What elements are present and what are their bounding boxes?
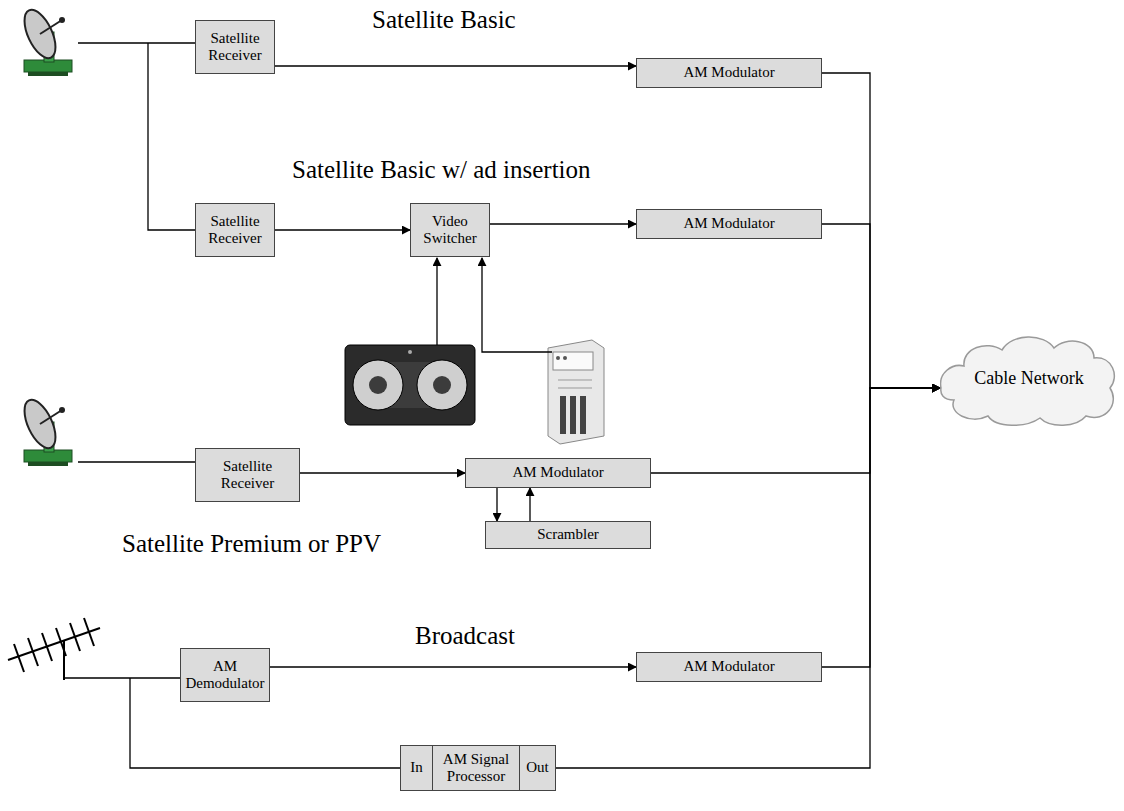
process-box: Scrambler: [485, 521, 651, 549]
box-text: Satellite Receiver: [199, 213, 271, 248]
signal-connector: [300, 472, 465, 473]
box-text: Scrambler: [537, 526, 599, 543]
signal-connector: [275, 65, 636, 66]
box-text: Cable Network: [974, 368, 1083, 389]
box-text: Video Switcher: [414, 213, 486, 248]
section-label: Satellite Basic: [372, 6, 516, 34]
section-label: Satellite Premium or PPV: [122, 530, 381, 558]
feed-line: [78, 461, 195, 462]
process-box: Satellite Receiver: [195, 203, 275, 257]
section-label: Broadcast: [415, 622, 515, 650]
signal-connector: [529, 488, 530, 521]
box-text: AM Signal Processor: [433, 751, 519, 786]
box-text: Out: [526, 759, 549, 776]
processor-box: AM Signal Processor In Out: [400, 745, 556, 791]
signal-connector: [496, 488, 497, 521]
satellite-dish: [18, 395, 72, 466]
box-text: AM Modulator: [512, 464, 603, 481]
antenna: [8, 618, 100, 680]
video-tape: [345, 345, 475, 425]
signal-connector: [555, 388, 940, 768]
box-text: AM Modulator: [683, 215, 774, 232]
signal-connector: [822, 224, 940, 388]
signal-connector: [270, 666, 636, 667]
box-text: In: [410, 759, 423, 776]
signal-connector: [822, 388, 940, 667]
process-box: AM Modulator: [636, 209, 822, 239]
section-label: Satellite Basic w/ ad insertion: [292, 156, 591, 184]
box-text: AM Modulator: [683, 64, 774, 81]
signal-connector: [822, 73, 940, 388]
signal-connector: [275, 229, 410, 230]
process-box: AM Modulator: [465, 458, 651, 488]
box-text: AM Modulator: [683, 658, 774, 675]
source-arrow: [436, 258, 437, 345]
port-cell: In: [401, 746, 433, 790]
process-box: Satellite Receiver: [195, 20, 275, 74]
process-box: AM Demodulator: [180, 648, 270, 702]
box-text: AM Demodulator: [184, 658, 266, 693]
process-box: AM Modulator: [636, 652, 822, 682]
box-text: Satellite Receiver: [199, 30, 271, 65]
signal-connector: [490, 223, 636, 224]
process-box: Video Switcher: [410, 203, 490, 257]
feed-line: [78, 43, 195, 230]
source-arrow: [482, 258, 552, 352]
server-tower: [548, 340, 604, 444]
satellite-dish: [18, 5, 72, 76]
process-box: AM Modulator: [636, 58, 822, 88]
signal-connector: [651, 388, 940, 473]
port-cell: Out: [519, 746, 555, 790]
box-text: Satellite Receiver: [199, 458, 296, 493]
processor-label-area: AM Signal Processor: [433, 746, 519, 790]
network-cloud: Cable Network: [940, 328, 1118, 428]
process-box: Satellite Receiver: [195, 448, 300, 502]
